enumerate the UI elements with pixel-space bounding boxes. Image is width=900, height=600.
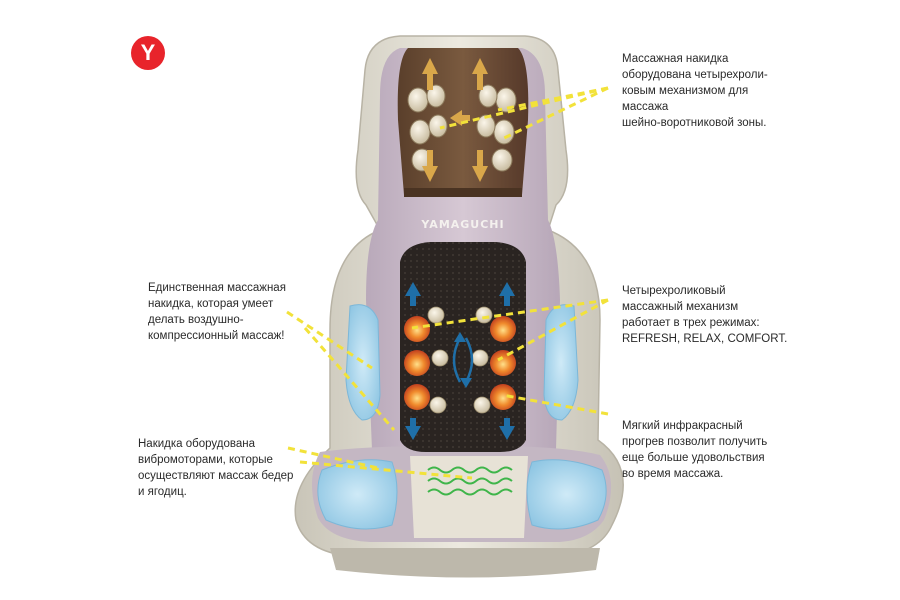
brand-logo: Y [131, 36, 165, 70]
back-arrows [405, 282, 515, 440]
callout-leader-lines [286, 86, 609, 480]
callout-neck-mechanism: Массажная накидка оборудована четырехрол… [622, 53, 768, 129]
heated-rollers [404, 306, 516, 414]
callout-infrared-heating: Мягкий инфракрасный прогрев позволит пол… [622, 420, 768, 480]
vibration-waves [427, 466, 513, 496]
air-compression-pads [317, 304, 607, 530]
neck-rollers [407, 84, 517, 172]
callout-air-compression: Единственная массажная накидка, которая … [148, 282, 286, 342]
callout-vibration-motors: Накидка оборудована вибромоторами, котор… [138, 438, 294, 498]
callout-massage-modes: Четырехроликовый массажный механизм рабо… [622, 285, 788, 345]
brand-label: YAMAGUCHI [420, 218, 504, 231]
neck-arrows [422, 58, 488, 182]
